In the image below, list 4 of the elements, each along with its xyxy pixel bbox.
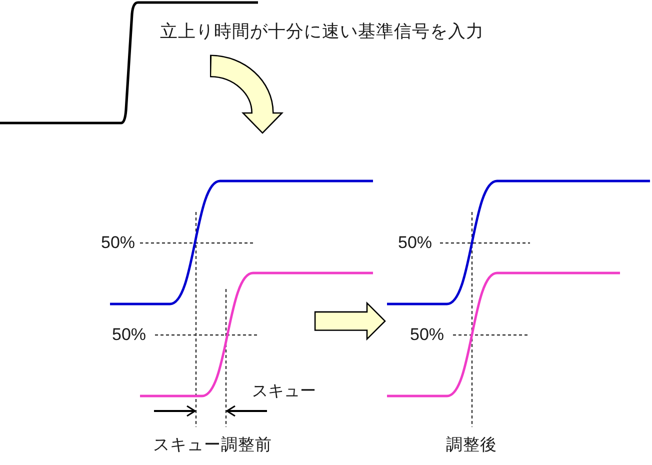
panel-caption: 調整後 — [446, 435, 497, 455]
panel-caption: スキュー調整前 — [153, 435, 272, 455]
curved-block-arrow — [209, 54, 283, 134]
instruction-text: 立上り時間が十分に速い基準信号を入力 — [160, 21, 484, 41]
